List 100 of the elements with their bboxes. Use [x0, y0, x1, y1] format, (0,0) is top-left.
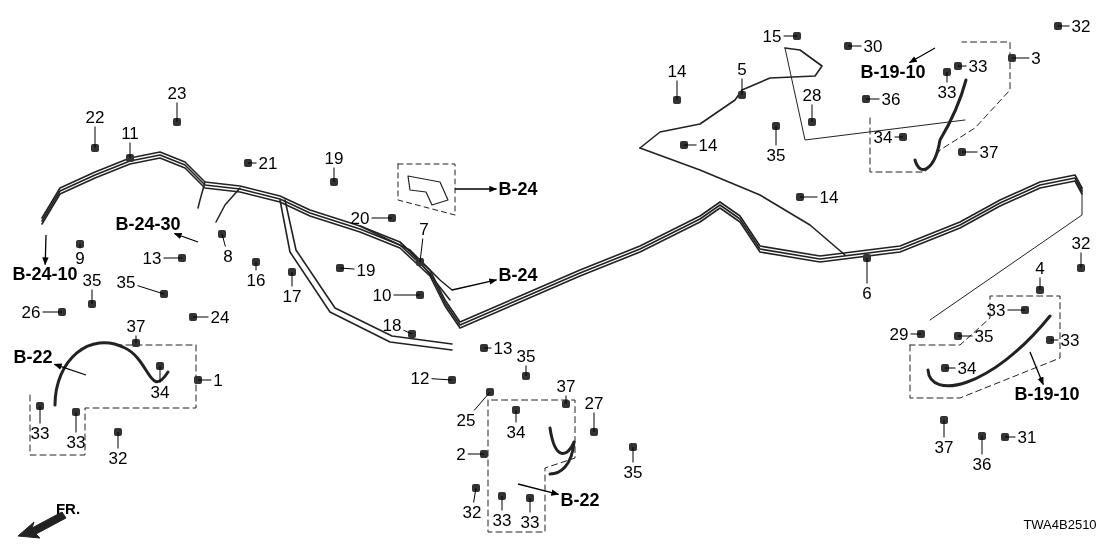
- callout-number: 20: [350, 209, 370, 227]
- leader-line: [943, 419, 945, 438]
- callout-number: 26: [21, 303, 41, 321]
- leader-line: [632, 446, 634, 463]
- leader-line: [94, 126, 96, 149]
- reference-arrow: [454, 185, 498, 193]
- reference-arrow: [1029, 351, 1044, 386]
- callout-number: 32: [108, 449, 128, 467]
- callout-number: 4: [1035, 259, 1045, 277]
- callout-number: 8: [223, 247, 233, 265]
- callout-number: 18: [382, 316, 402, 334]
- callout-number: 2: [456, 445, 466, 463]
- leader-line: [783, 35, 798, 37]
- callout-number: 37: [934, 438, 954, 456]
- callout-number: 28: [802, 86, 822, 104]
- callout-number: 33: [30, 424, 50, 442]
- leader-line: [117, 431, 119, 449]
- leader-line: [221, 233, 226, 247]
- leader-line: [683, 144, 697, 146]
- callout-number: 33: [66, 433, 86, 451]
- leader-line: [467, 453, 485, 455]
- callout-number: 31: [1017, 428, 1037, 446]
- leader-line: [42, 311, 63, 313]
- callout-number: 34: [873, 128, 893, 146]
- callout-number: 19: [356, 261, 376, 279]
- leader-line: [1039, 277, 1041, 291]
- leader-line: [137, 285, 165, 295]
- callout-number: 37: [126, 317, 146, 335]
- leader-line: [501, 495, 503, 511]
- leader-line: [192, 316, 209, 318]
- leader-line: [431, 378, 453, 381]
- direction-label: FR.: [55, 499, 81, 517]
- callout-number: 25: [456, 411, 476, 429]
- callout-number: 36: [881, 90, 901, 108]
- callout-number: 33: [986, 301, 1006, 319]
- reference-arrow: [42, 234, 49, 266]
- callout-number: 37: [556, 377, 576, 395]
- leader-line: [339, 267, 355, 270]
- callout-number: 1: [213, 371, 223, 389]
- reference-code: B-24-30: [115, 215, 181, 233]
- callout-number: 16: [246, 271, 266, 289]
- leader-line: [957, 335, 973, 337]
- callout-number: 36: [972, 455, 992, 473]
- callout-number: 14: [667, 62, 687, 80]
- callout-number: 35: [766, 146, 786, 164]
- reference-code: B-24: [498, 180, 538, 198]
- callout-number: 17: [282, 287, 302, 305]
- leader-line: [129, 142, 131, 159]
- leader-line: [910, 333, 922, 335]
- callout-number: 34: [506, 423, 526, 441]
- leader-line: [483, 347, 492, 349]
- reference-arrow: [173, 232, 199, 243]
- reference-arrow: [908, 47, 936, 64]
- leader-line: [247, 162, 257, 164]
- leader-line: [473, 487, 477, 503]
- leader-line: [333, 167, 335, 183]
- leader-line: [529, 497, 531, 513]
- leader-line: [1004, 436, 1016, 438]
- leader-line: [865, 98, 880, 100]
- leader-line: [291, 271, 293, 287]
- leader-line: [866, 257, 868, 284]
- leader-line: [894, 136, 904, 138]
- leader-line: [961, 151, 978, 153]
- callout-number: 13: [493, 339, 513, 357]
- callout-number: 9: [75, 249, 85, 267]
- leader-line: [525, 365, 527, 377]
- callout-number: 22: [85, 108, 105, 126]
- leader-line: [944, 367, 956, 369]
- leader-line: [593, 412, 595, 433]
- leader-line: [957, 65, 967, 67]
- callout-number: 33: [520, 513, 540, 531]
- leader-line: [811, 104, 813, 123]
- callout-number: 35: [116, 273, 136, 291]
- callout-number: 15: [762, 27, 782, 45]
- callout-number: 34: [957, 359, 977, 377]
- leader-line: [197, 379, 212, 381]
- callout-number: 27: [584, 394, 604, 412]
- callout-number: 21: [258, 154, 278, 172]
- leader-line: [1080, 252, 1082, 269]
- callout-number: 32: [462, 503, 482, 521]
- leader-line: [135, 335, 137, 344]
- leader-line: [565, 395, 567, 405]
- reference-arrow: [53, 363, 87, 376]
- callout-number: 30: [863, 37, 883, 55]
- callout-number: 5: [737, 60, 747, 78]
- leader-line: [799, 196, 818, 198]
- leader-line: [371, 217, 393, 219]
- leader-line: [1057, 25, 1070, 27]
- leader-line: [75, 411, 77, 433]
- callout-number: 33: [1060, 331, 1080, 349]
- reference-code: B-19-10: [1014, 385, 1080, 403]
- leader-line: [676, 80, 678, 101]
- leader-line: [419, 238, 424, 263]
- callout-number: 3: [1031, 49, 1041, 67]
- callout-number: 35: [516, 347, 536, 365]
- leader-line: [176, 102, 178, 123]
- leader-line: [847, 45, 862, 47]
- drawing-number: TWA4B2510: [1023, 516, 1097, 532]
- callout-number: 35: [82, 271, 102, 289]
- leader-line: [1049, 339, 1059, 341]
